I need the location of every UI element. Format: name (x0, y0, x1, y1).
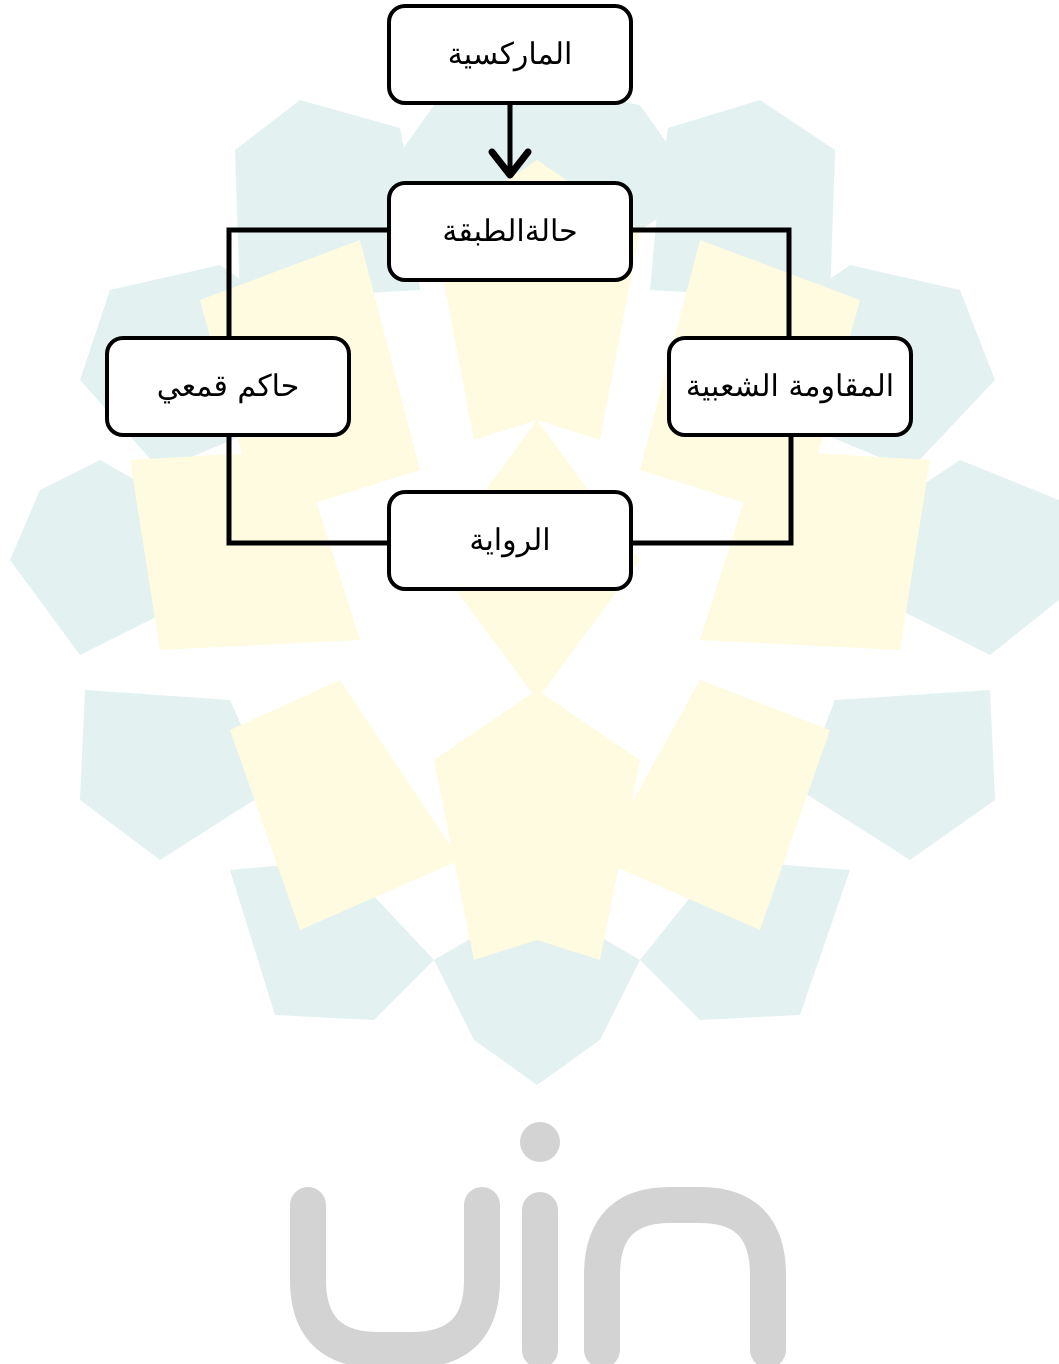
node-novel-label: الرواية (469, 523, 551, 558)
node-marxism: الماركسية (387, 4, 633, 105)
teal-petal-right-lower (800, 690, 995, 860)
teal-petal-right (880, 460, 1059, 655)
teal-petal-left-lower (80, 690, 270, 860)
connector-class-to-ruler (226, 227, 390, 339)
node-popular-resistance-label: المقاومة الشعبية (685, 369, 895, 404)
node-marxism-label: الماركسية (447, 37, 573, 72)
connector-ruler-to-novel (226, 434, 390, 546)
logo-letter-i-dot (520, 1122, 560, 1162)
logo-letter-n (584, 1187, 786, 1364)
logo-letter-u (290, 1187, 500, 1364)
yellow-petal-5 (434, 690, 640, 960)
node-oppressive-ruler-label: حاكم قمعي (156, 369, 300, 404)
yellow-petal-6 (230, 680, 460, 930)
teal-petal-top-left (235, 100, 420, 300)
connector-resistance-to-novel (630, 434, 794, 546)
node-novel: الرواية (387, 490, 633, 591)
connector-class-to-resistance (630, 227, 792, 339)
yellow-petal-3 (700, 450, 930, 650)
arrowhead-down (488, 148, 532, 179)
teal-petal-bottom-left (230, 860, 434, 1020)
node-class-condition: حالةالطبقة (387, 181, 633, 282)
watermark-uin-logotype (290, 1187, 786, 1364)
yellow-petal-4 (600, 680, 830, 930)
node-oppressive-ruler: حاكم قمعي (105, 336, 351, 437)
node-popular-resistance: المقاومة الشعبية (667, 336, 913, 437)
node-class-condition-label: حالةالطبقة (442, 214, 578, 249)
